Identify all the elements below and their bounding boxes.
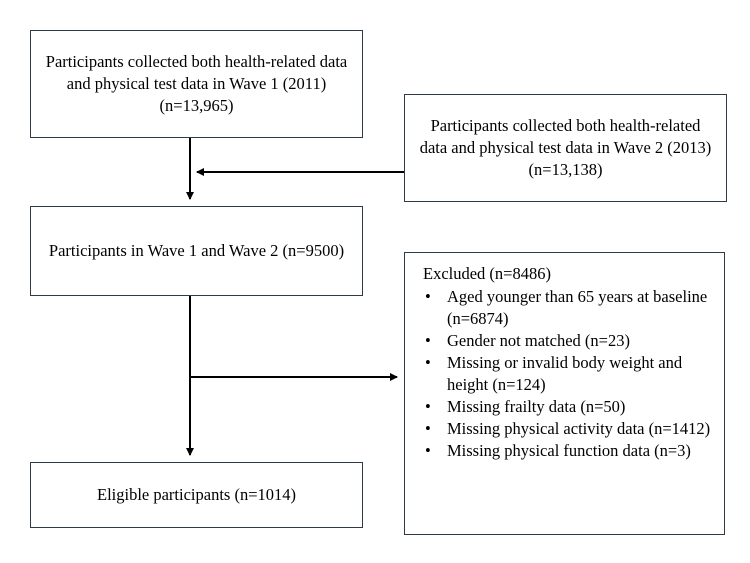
- both-waves-participants-box: Participants in Wave 1 and Wave 2 (n=950…: [30, 206, 363, 296]
- excluded-box: Excluded (n=8486) • Aged younger than 65 …: [404, 252, 725, 535]
- wave1-participants-text: Participants collected both health-relat…: [45, 52, 348, 115]
- exclusion-item: • Aged younger than 65 years at baseline …: [423, 286, 712, 330]
- exclusion-item-text: Aged younger than 65 years at baseline (…: [447, 287, 708, 328]
- both-waves-participants-text: Participants in Wave 1 and Wave 2 (n=950…: [48, 241, 345, 260]
- eligible-participants-box: Eligible participants (n=1014): [30, 462, 363, 528]
- exclusion-item: • Missing physical activity data (n=1412): [423, 418, 712, 440]
- exclusion-item-text: Missing frailty data (n=50): [447, 397, 626, 416]
- exclusion-item-text: Gender not matched (n=23): [447, 331, 630, 350]
- exclusion-list: • Aged younger than 65 years at baseline …: [423, 286, 712, 462]
- bullet-icon: •: [425, 397, 431, 416]
- exclusion-item: • Missing physical function data (n=3): [423, 440, 712, 462]
- exclusion-item-text: Missing or invalid body weight and heigh…: [447, 353, 683, 394]
- wave2-participants-text: Participants collected both health-relat…: [419, 116, 712, 179]
- bullet-icon: •: [425, 331, 431, 350]
- wave1-participants-box: Participants collected both health-relat…: [30, 30, 363, 138]
- exclusion-item-text: Missing physical activity data (n=1412): [447, 419, 711, 438]
- excluded-title: Excluded (n=8486): [423, 264, 551, 283]
- exclusion-item-text: Missing physical function data (n=3): [447, 441, 691, 460]
- bullet-icon: •: [425, 419, 431, 438]
- exclusion-item: • Missing frailty data (n=50): [423, 396, 712, 418]
- exclusion-item: • Missing or invalid body weight and heig…: [423, 352, 712, 396]
- wave2-participants-box: Participants collected both health-relat…: [404, 94, 727, 202]
- bullet-icon: •: [425, 441, 431, 460]
- exclusion-item: • Gender not matched (n=23): [423, 330, 712, 352]
- eligible-participants-text: Eligible participants (n=1014): [96, 485, 296, 504]
- bullet-icon: •: [425, 287, 431, 306]
- bullet-icon: •: [425, 353, 431, 372]
